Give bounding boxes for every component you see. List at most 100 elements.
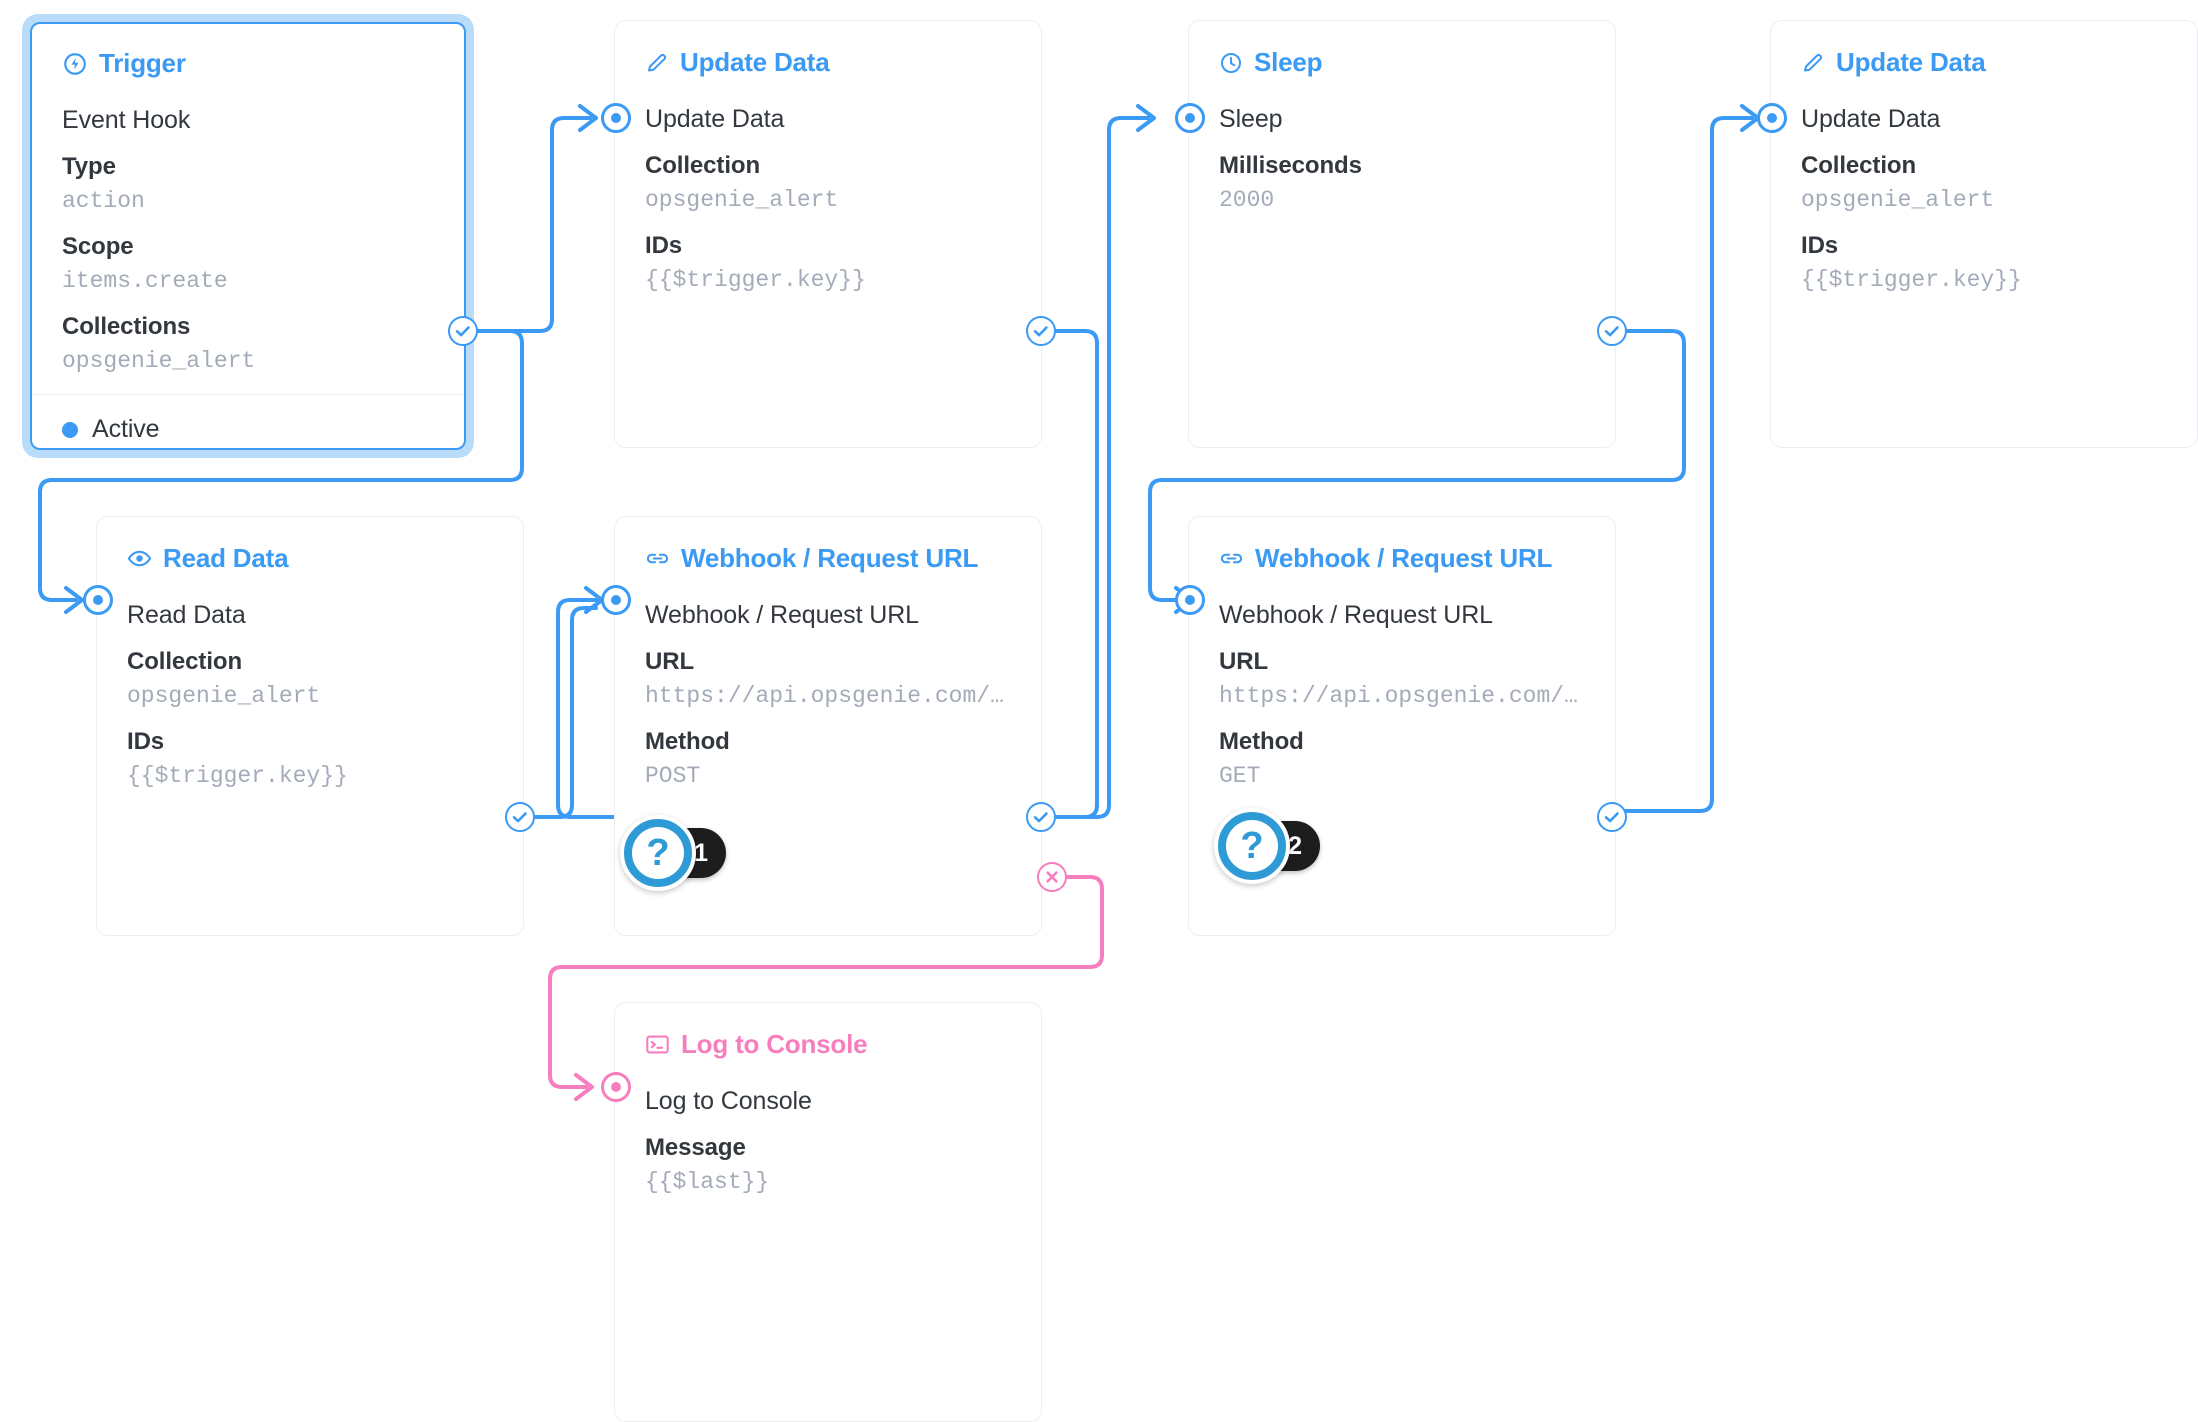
trigger-resolve-marker[interactable] <box>448 316 478 346</box>
field-collection: Collection opsgenie_alert <box>1801 151 2167 215</box>
node-update-data-1-resolve-marker[interactable] <box>1026 316 1056 346</box>
check-icon <box>1604 326 1619 337</box>
field-label: Collection <box>645 152 761 180</box>
node-read-data-resolve-marker[interactable] <box>505 802 535 832</box>
node-log-to-console-operation-name: Log to Console <box>645 1087 812 1115</box>
bolt-circle-icon <box>62 51 88 77</box>
field-label: Type <box>62 153 116 181</box>
help-badge-2[interactable]: 2 ? <box>1214 808 1364 884</box>
field-value: items.create <box>62 268 228 295</box>
field-value: {{$last}} <box>645 1168 770 1195</box>
node-webhook-post-title: Webhook / Request URL <box>681 543 979 573</box>
node-read-data-title: Read Data <box>163 543 289 573</box>
pencil-icon <box>1801 51 1825 75</box>
node-update-data-1-operation-name: Update Data <box>645 105 785 133</box>
field-url: URL https://api.opsgenie.com/v… <box>1219 647 1585 711</box>
clock-icon <box>1219 51 1243 75</box>
field-label: Milliseconds <box>1219 152 1362 180</box>
status-badge: Active <box>92 415 160 443</box>
node-read-data[interactable]: Read Data Read Data Collection opsgenie_… <box>96 516 524 936</box>
field-label: Collections <box>62 313 191 341</box>
x-icon <box>1046 871 1058 883</box>
pencil-icon <box>645 51 669 75</box>
field-ids: IDs {{$trigger.key}} <box>127 727 493 791</box>
check-icon <box>1604 812 1619 823</box>
field-ids: IDs {{$trigger.key}} <box>1801 231 2167 295</box>
field-message: Message {{$last}} <box>645 1133 1011 1197</box>
node-log-to-console-input-port[interactable] <box>601 1072 631 1102</box>
field-label: Method <box>1219 728 1304 756</box>
field-label: IDs <box>645 232 683 260</box>
node-update-data-1-title: Update Data <box>680 47 830 77</box>
field-collections: Collections opsgenie_alert <box>62 312 434 376</box>
field-method: Method GET <box>1219 727 1585 791</box>
field-label: IDs <box>127 728 165 756</box>
node-sleep-header: Sleep <box>1219 47 1585 78</box>
field-collection: Collection opsgenie_alert <box>645 151 1011 215</box>
question-mark-icon: ? <box>1214 808 1290 884</box>
node-update-data-2-operation-name: Update Data <box>1801 105 1941 133</box>
field-value: {{$trigger.key}} <box>1801 267 2022 294</box>
node-webhook-get-resolve-marker[interactable] <box>1597 802 1627 832</box>
node-read-data-header: Read Data <box>127 543 493 574</box>
node-update-data-2-input-port[interactable] <box>1757 103 1787 133</box>
node-webhook-get-title: Webhook / Request URL <box>1255 543 1553 573</box>
help-badge-2-glyph: ? <box>1226 820 1278 872</box>
help-badge-1[interactable]: 1 ? <box>620 815 770 891</box>
field-type: Type action <box>62 152 434 216</box>
node-log-to-console[interactable]: Log to Console Log to Console Message {{… <box>614 1002 1042 1422</box>
node-sleep-resolve-marker[interactable] <box>1597 316 1627 346</box>
field-value: opsgenie_alert <box>127 682 321 709</box>
field-label: Method <box>645 728 730 756</box>
node-webhook-get-operation-name: Webhook / Request URL <box>1219 601 1493 629</box>
node-webhook-get-input-port[interactable] <box>1175 585 1205 615</box>
help-badge-1-count: 1 <box>694 838 708 867</box>
field-method: Method POST <box>645 727 1011 791</box>
field-value: action <box>62 187 145 214</box>
check-icon <box>1033 326 1048 337</box>
node-sleep-operation-name: Sleep <box>1219 105 1283 133</box>
field-value: {{$trigger.key}} <box>645 267 866 294</box>
node-trigger[interactable]: Trigger Event Hook Type action Scope ite… <box>22 14 474 458</box>
help-badge-2-count: 2 <box>1288 831 1302 860</box>
node-webhook-get-header: Webhook / Request URL <box>1219 543 1585 574</box>
check-icon <box>1033 812 1048 823</box>
node-sleep-title: Sleep <box>1254 47 1323 77</box>
node-sleep[interactable]: Sleep Sleep Milliseconds 2000 <box>1188 20 1616 448</box>
node-webhook-post-header: Webhook / Request URL <box>645 543 1011 574</box>
field-value: POST <box>645 763 701 790</box>
node-webhook-post-operation-name: Webhook / Request URL <box>645 601 919 629</box>
field-value: {{$trigger.key}} <box>127 763 348 790</box>
node-trigger-header: Trigger <box>62 48 434 79</box>
node-read-data-input-port[interactable] <box>83 585 113 615</box>
node-update-data-1-input-port[interactable] <box>601 103 631 133</box>
field-label: Scope <box>62 233 134 261</box>
field-label: URL <box>1219 648 1269 676</box>
field-value: https://api.opsgenie.com/v… <box>1219 682 1585 709</box>
field-label: Collection <box>1801 152 1917 180</box>
field-ids: IDs {{$trigger.key}} <box>645 231 1011 295</box>
node-trigger-title: Trigger <box>99 48 186 78</box>
node-update-data-2[interactable]: Update Data Update Data Collection opsge… <box>1770 20 2198 448</box>
node-webhook-post-input-port[interactable] <box>601 585 631 615</box>
field-scope: Scope items.create <box>62 232 434 296</box>
field-collection: Collection opsgenie_alert <box>127 647 493 711</box>
field-label: Collection <box>127 648 243 676</box>
node-read-data-operation-name: Read Data <box>127 601 246 629</box>
node-webhook-post-reject-marker[interactable] <box>1037 862 1067 892</box>
node-trigger-operation-name: Event Hook <box>62 106 191 134</box>
node-update-data-1[interactable]: Update Data Update Data Collection opsge… <box>614 20 1042 448</box>
field-value: opsgenie_alert <box>1801 186 1995 213</box>
node-webhook-post-resolve-marker[interactable] <box>1026 802 1056 832</box>
field-label: URL <box>645 648 695 676</box>
node-log-to-console-title: Log to Console <box>681 1029 868 1059</box>
terminal-icon <box>645 1032 670 1057</box>
field-value: GET <box>1219 763 1261 790</box>
question-mark-icon: ? <box>620 815 696 891</box>
link-icon <box>1219 546 1244 571</box>
field-value: 2000 <box>1219 186 1275 213</box>
node-sleep-input-port[interactable] <box>1175 103 1205 133</box>
trigger-status-row: Active <box>32 394 464 448</box>
field-value: opsgenie_alert <box>645 186 839 213</box>
